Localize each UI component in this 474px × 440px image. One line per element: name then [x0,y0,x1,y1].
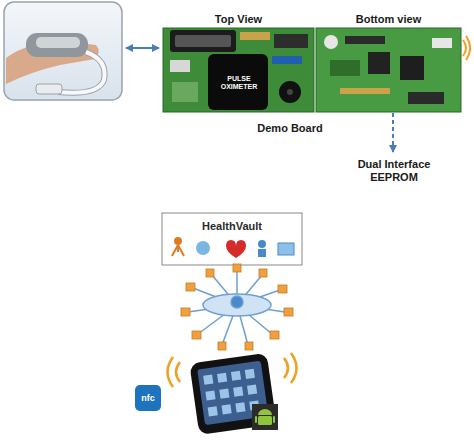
diagram-node: HealthVault [162,213,302,265]
part-label: Dual Interface EEPROM [338,156,450,186]
view-heading: Bottom view [316,11,461,27]
double-arrow [126,47,159,49]
healthvault-logo [162,213,302,265]
caption-label: Demo Board [235,120,345,136]
icon-label: nfc [135,385,161,411]
phone-illustration [168,353,297,435]
probe-photo [4,2,122,100]
network-illustration [181,264,293,350]
board-top-view [163,28,314,112]
diagram-node: Top ViewPULSE OXIMETER [163,6,314,112]
logo-text: HealthVault [162,218,302,234]
android-icon [252,404,278,430]
board-bottom-view [316,28,470,112]
nfc-icon [135,385,161,411]
dashed-arrow [392,113,394,152]
display-text: PULSE OXIMETER [209,58,269,108]
view-heading: Top View [163,11,314,27]
diagram-node: Bottom view [316,6,461,112]
